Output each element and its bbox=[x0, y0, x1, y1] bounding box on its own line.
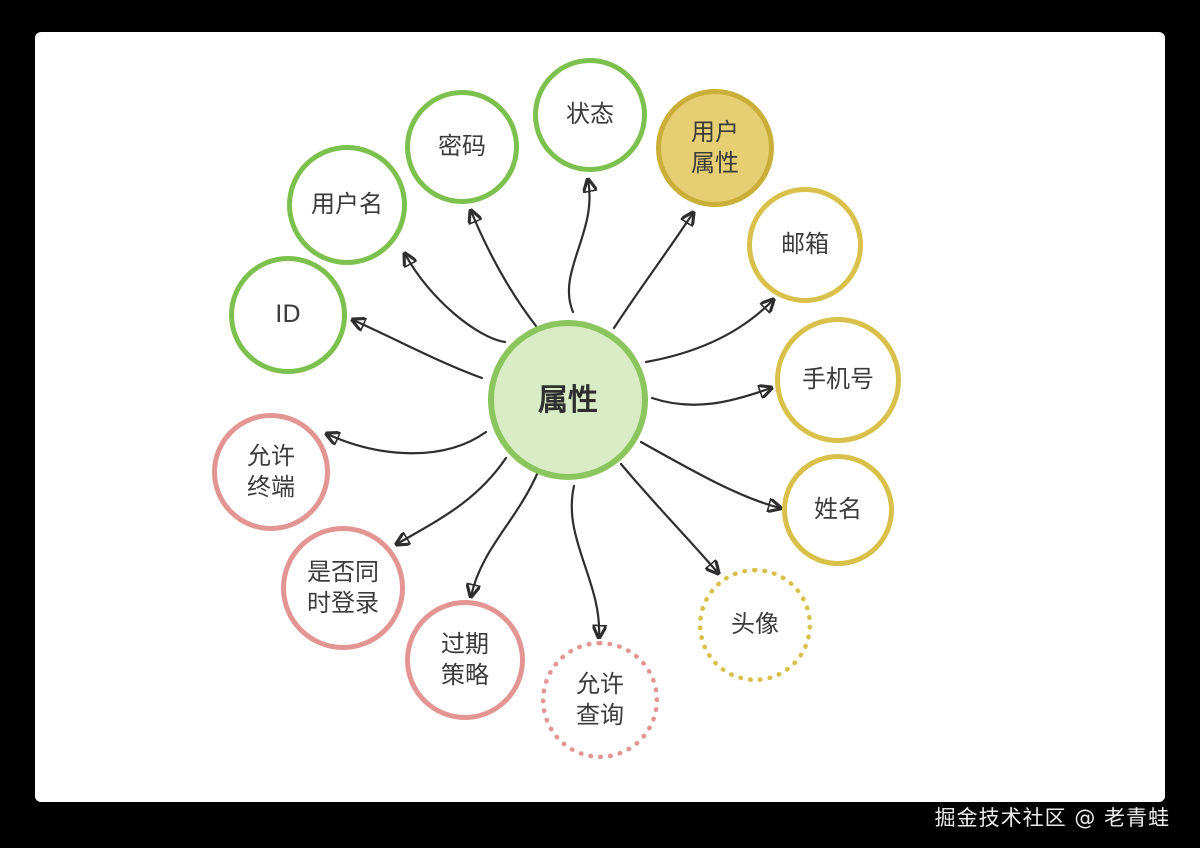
node-user-attributes-label: 用户 属性 bbox=[691, 117, 739, 177]
node-expiration-policy: 过期 策略 bbox=[405, 600, 525, 720]
node-password: 密码 bbox=[405, 90, 519, 204]
arrow-to-status bbox=[567, 180, 590, 314]
node-name: 姓名 bbox=[782, 454, 894, 566]
node-allow-query-label: 允许 查询 bbox=[576, 669, 624, 729]
diagram-canvas: 属性 状态 密码 用户名 ID 允许 终端 是否同 时登录 过期 策略 允许 查… bbox=[35, 32, 1165, 802]
arrow-to-allow-query bbox=[570, 484, 599, 637]
arrow-to-name bbox=[639, 440, 780, 508]
node-user-attributes: 用户 属性 bbox=[656, 89, 774, 207]
arrow-to-user-attributes bbox=[612, 213, 693, 330]
node-avatar: 头像 bbox=[698, 568, 812, 682]
node-status: 状态 bbox=[533, 58, 647, 172]
node-avatar-label: 头像 bbox=[731, 610, 779, 639]
node-allow-query: 允许 查询 bbox=[541, 641, 659, 759]
node-id-label: ID bbox=[275, 300, 301, 329]
arrow-to-email bbox=[644, 300, 773, 364]
node-phone: 手机号 bbox=[775, 317, 901, 443]
node-allowed-terminals: 允许 终端 bbox=[212, 413, 330, 531]
arrow-to-allowed-terminals bbox=[327, 432, 488, 455]
node-email-label: 邮箱 bbox=[781, 230, 829, 259]
arrow-to-phone bbox=[650, 388, 771, 406]
arrow-to-expiration bbox=[471, 470, 540, 596]
node-status-label: 状态 bbox=[566, 100, 614, 129]
node-id: ID bbox=[229, 256, 347, 374]
node-center-attribute: 属性 bbox=[488, 320, 648, 480]
arrow-to-simultaneous bbox=[397, 456, 508, 544]
node-allowed-terminals-label: 允许 终端 bbox=[247, 441, 295, 501]
node-username-label: 用户名 bbox=[311, 190, 383, 219]
node-email: 邮箱 bbox=[747, 187, 863, 303]
arrow-to-username bbox=[405, 254, 507, 344]
node-simultaneous-login: 是否同 时登录 bbox=[281, 526, 405, 650]
node-expiration-policy-label: 过期 策略 bbox=[441, 629, 489, 689]
node-name-label: 姓名 bbox=[814, 495, 862, 524]
node-phone-label: 手机号 bbox=[802, 365, 874, 394]
connector-arrows bbox=[35, 32, 1165, 802]
watermark-text: 掘金技术社区 @ 老青蛙 bbox=[934, 806, 1170, 830]
node-center-attribute-label: 属性 bbox=[538, 382, 598, 418]
arrow-to-password bbox=[471, 211, 538, 328]
arrow-to-id bbox=[353, 320, 484, 380]
node-username: 用户名 bbox=[287, 145, 407, 265]
arrow-to-avatar bbox=[619, 462, 718, 573]
node-simultaneous-login-label: 是否同 时登录 bbox=[307, 557, 379, 617]
node-password-label: 密码 bbox=[438, 132, 486, 161]
